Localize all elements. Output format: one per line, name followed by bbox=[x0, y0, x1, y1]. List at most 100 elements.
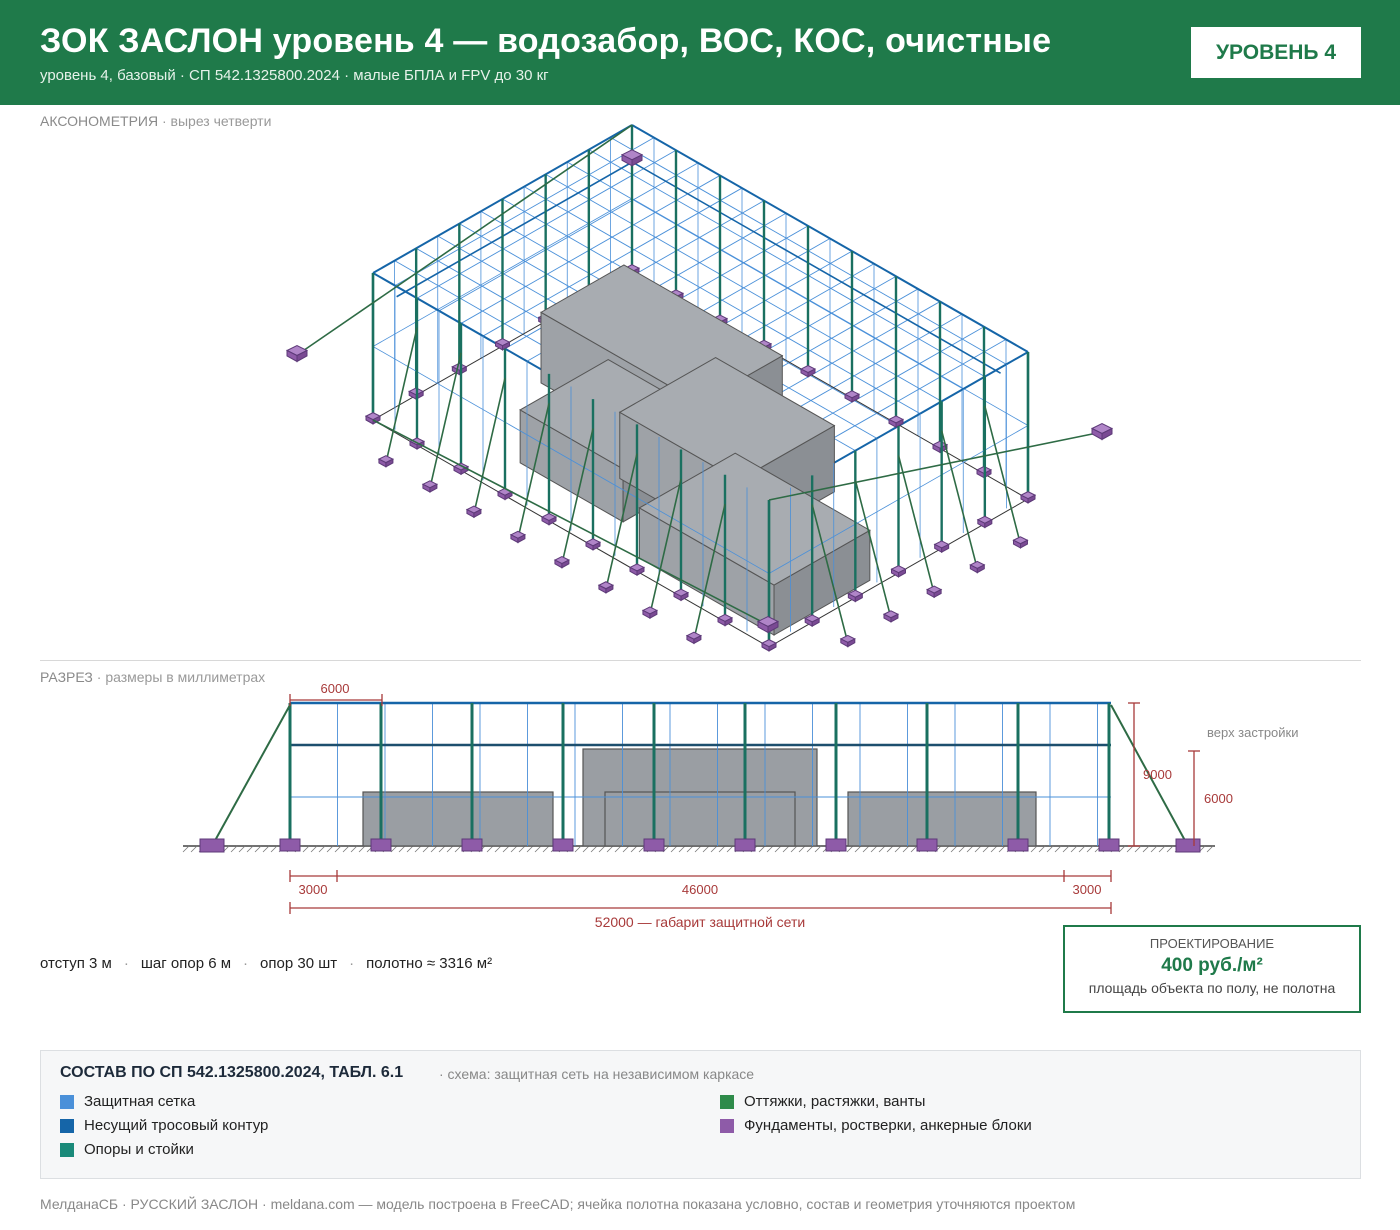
guy-swatch-icon bbox=[720, 1094, 734, 1109]
ground-hatch bbox=[686, 845, 694, 853]
ground-hatch bbox=[670, 845, 678, 853]
foundation-block bbox=[1019, 539, 1028, 549]
foundation-block bbox=[504, 491, 513, 501]
axon-note: · вырез четверти bbox=[158, 113, 272, 129]
ground-hatch bbox=[414, 845, 422, 853]
ground-hatch bbox=[1062, 845, 1070, 853]
ground-hatch bbox=[998, 845, 1006, 853]
foundation-block bbox=[592, 541, 601, 551]
ground-hatch bbox=[718, 845, 726, 853]
price-value: 400 руб./м² bbox=[1161, 955, 1263, 976]
foundation-block bbox=[548, 516, 557, 526]
guy-wire bbox=[854, 479, 892, 619]
ground-hatch bbox=[574, 845, 582, 853]
ground-hatch bbox=[510, 845, 518, 853]
guy-wire bbox=[605, 453, 638, 590]
ground-hatch bbox=[1054, 845, 1062, 853]
guy-wire bbox=[768, 431, 1103, 501]
guy-wire bbox=[385, 327, 418, 464]
page-subtitle: уровень 4, базовый · СП 542.1325800.2024… bbox=[40, 67, 549, 84]
ground-hatch bbox=[710, 845, 718, 853]
ground-hatch bbox=[1086, 845, 1094, 853]
guy-wire bbox=[517, 403, 550, 539]
ground-hatch bbox=[766, 845, 774, 853]
foundation-block bbox=[847, 638, 856, 648]
section-guy bbox=[211, 704, 291, 847]
dim-right-label: 3000 bbox=[1073, 882, 1102, 897]
foundation-block bbox=[429, 483, 438, 493]
cut-label: РАЗРЕЗ bbox=[40, 669, 93, 685]
dim-build-label: 6000 bbox=[1204, 791, 1233, 806]
ground-hatch bbox=[1206, 845, 1214, 853]
foundation-block bbox=[768, 642, 777, 652]
wall-mesh-line bbox=[631, 198, 1029, 426]
ground-hatch bbox=[846, 845, 854, 853]
axon-label: АКСОНОМЕТРИЯ bbox=[40, 113, 159, 129]
mesh-swatch-icon bbox=[60, 1094, 74, 1109]
ground-hatch bbox=[990, 845, 998, 853]
ground-hatch bbox=[254, 845, 262, 853]
section-divider bbox=[40, 660, 1361, 661]
ground-hatch bbox=[502, 845, 510, 853]
ground-hatch bbox=[398, 845, 406, 853]
legend-subtitle: · схема: защитная сеть на независимом ка… bbox=[439, 1066, 755, 1082]
foundation-block bbox=[649, 609, 658, 620]
foundation-block bbox=[1027, 494, 1036, 504]
ground-hatch bbox=[454, 845, 462, 853]
ground-hatch bbox=[806, 845, 814, 853]
foundation-block bbox=[1101, 427, 1113, 441]
ground-hatch bbox=[238, 845, 246, 853]
ground-hatch bbox=[782, 845, 790, 853]
guy-wire bbox=[429, 352, 462, 489]
foundation-swatch-icon bbox=[720, 1118, 734, 1133]
level-badge: УРОВЕНЬ 4 bbox=[1191, 27, 1361, 78]
ground-hatch bbox=[814, 845, 822, 853]
stat-area: полотно ≈ 3316 м² bbox=[366, 955, 493, 972]
wall-mesh-line bbox=[372, 346, 770, 574]
ground-hatch bbox=[694, 845, 702, 853]
foundation-block bbox=[636, 566, 645, 577]
legend-item-label: Несущий тросовый контур bbox=[84, 1117, 269, 1134]
foundation-block bbox=[767, 620, 779, 634]
axonometric-diagram bbox=[285, 124, 1114, 652]
page-title: ЗОК ЗАСЛОН уровень 4 — водозабор, ВОС, К… bbox=[40, 22, 1052, 60]
section-foundation bbox=[461, 838, 483, 852]
foundation-block bbox=[631, 153, 643, 167]
legend-item-foundations: Фундаменты, ростверки, анкерные блоки bbox=[720, 1117, 1032, 1134]
foundation-block bbox=[724, 617, 733, 627]
cable-swatch-icon bbox=[60, 1118, 74, 1133]
guy-wire bbox=[649, 478, 682, 615]
section-foundation bbox=[825, 838, 847, 852]
roof-mesh-line bbox=[482, 187, 743, 337]
price-caption: ПРОЕКТИРОВАНИЕ bbox=[1149, 936, 1275, 951]
foundation-block bbox=[890, 613, 899, 623]
price-description: площадь объекта по полу, не полотна bbox=[1088, 980, 1336, 996]
legend-item-label: Оттяжки, растяжки, ванты bbox=[744, 1093, 926, 1110]
section-foundation bbox=[1175, 838, 1201, 853]
foundation-block bbox=[372, 415, 381, 425]
ground-hatch bbox=[182, 845, 190, 853]
ground-hatch bbox=[390, 845, 398, 853]
guy-wire bbox=[811, 504, 849, 643]
legend-panel: СОСТАВ ПО СП 542.1325800.2024, ТАБЛ. 6.1… bbox=[40, 1050, 1361, 1179]
stat-sep: · bbox=[123, 955, 129, 972]
ground-hatch bbox=[342, 845, 350, 853]
section-guy bbox=[1110, 704, 1189, 847]
foundation-block bbox=[605, 584, 614, 594]
guy-wire bbox=[372, 419, 769, 626]
section-foundation bbox=[643, 838, 665, 852]
foundation-block bbox=[895, 418, 904, 429]
ground-hatch bbox=[582, 845, 590, 853]
guy-wire bbox=[561, 428, 594, 565]
roof-mesh-line bbox=[394, 137, 655, 287]
ground-hatch bbox=[326, 845, 334, 853]
ground-hatch bbox=[246, 845, 254, 853]
ground-hatch bbox=[950, 845, 958, 853]
foundation-block bbox=[933, 588, 942, 599]
ground-hatch bbox=[318, 845, 326, 853]
ground-hatch bbox=[430, 845, 438, 853]
stat-sep: · bbox=[349, 955, 355, 972]
cable-contour bbox=[631, 124, 1029, 353]
ground-hatch bbox=[1030, 845, 1038, 853]
dim-left-label: 3000 bbox=[299, 882, 328, 897]
